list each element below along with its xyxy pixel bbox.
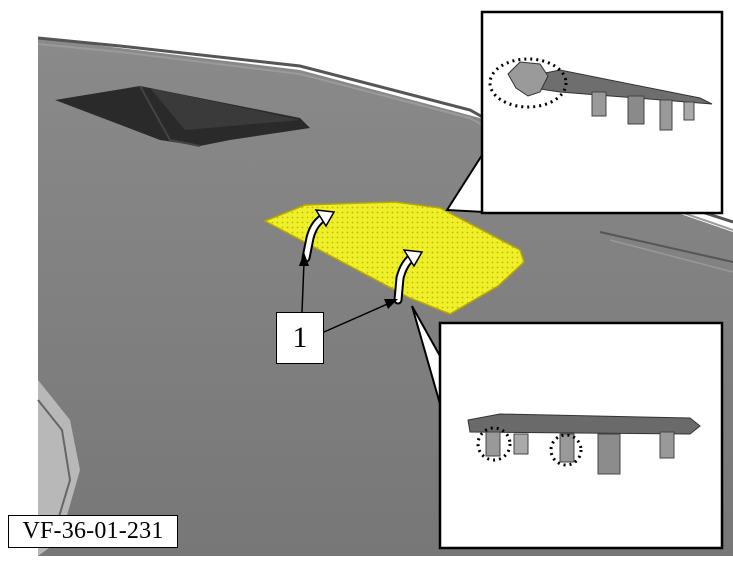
detail-view-top — [480, 10, 724, 215]
clip-highlight-circle-icon — [488, 57, 568, 109]
leader-arrow-icon — [299, 252, 398, 333]
clip-highlight-circle-icon — [549, 433, 583, 467]
detail-view-bottom — [438, 321, 724, 550]
clip-highlight-circle-icon — [476, 426, 512, 462]
lift-arrow-icon — [393, 249, 424, 305]
figure-id-label: VF-36-01-231 — [8, 515, 178, 548]
speaker-grille — [263, 201, 525, 315]
lift-arrow-icon — [301, 209, 336, 263]
callout-label: 1 — [276, 312, 324, 364]
